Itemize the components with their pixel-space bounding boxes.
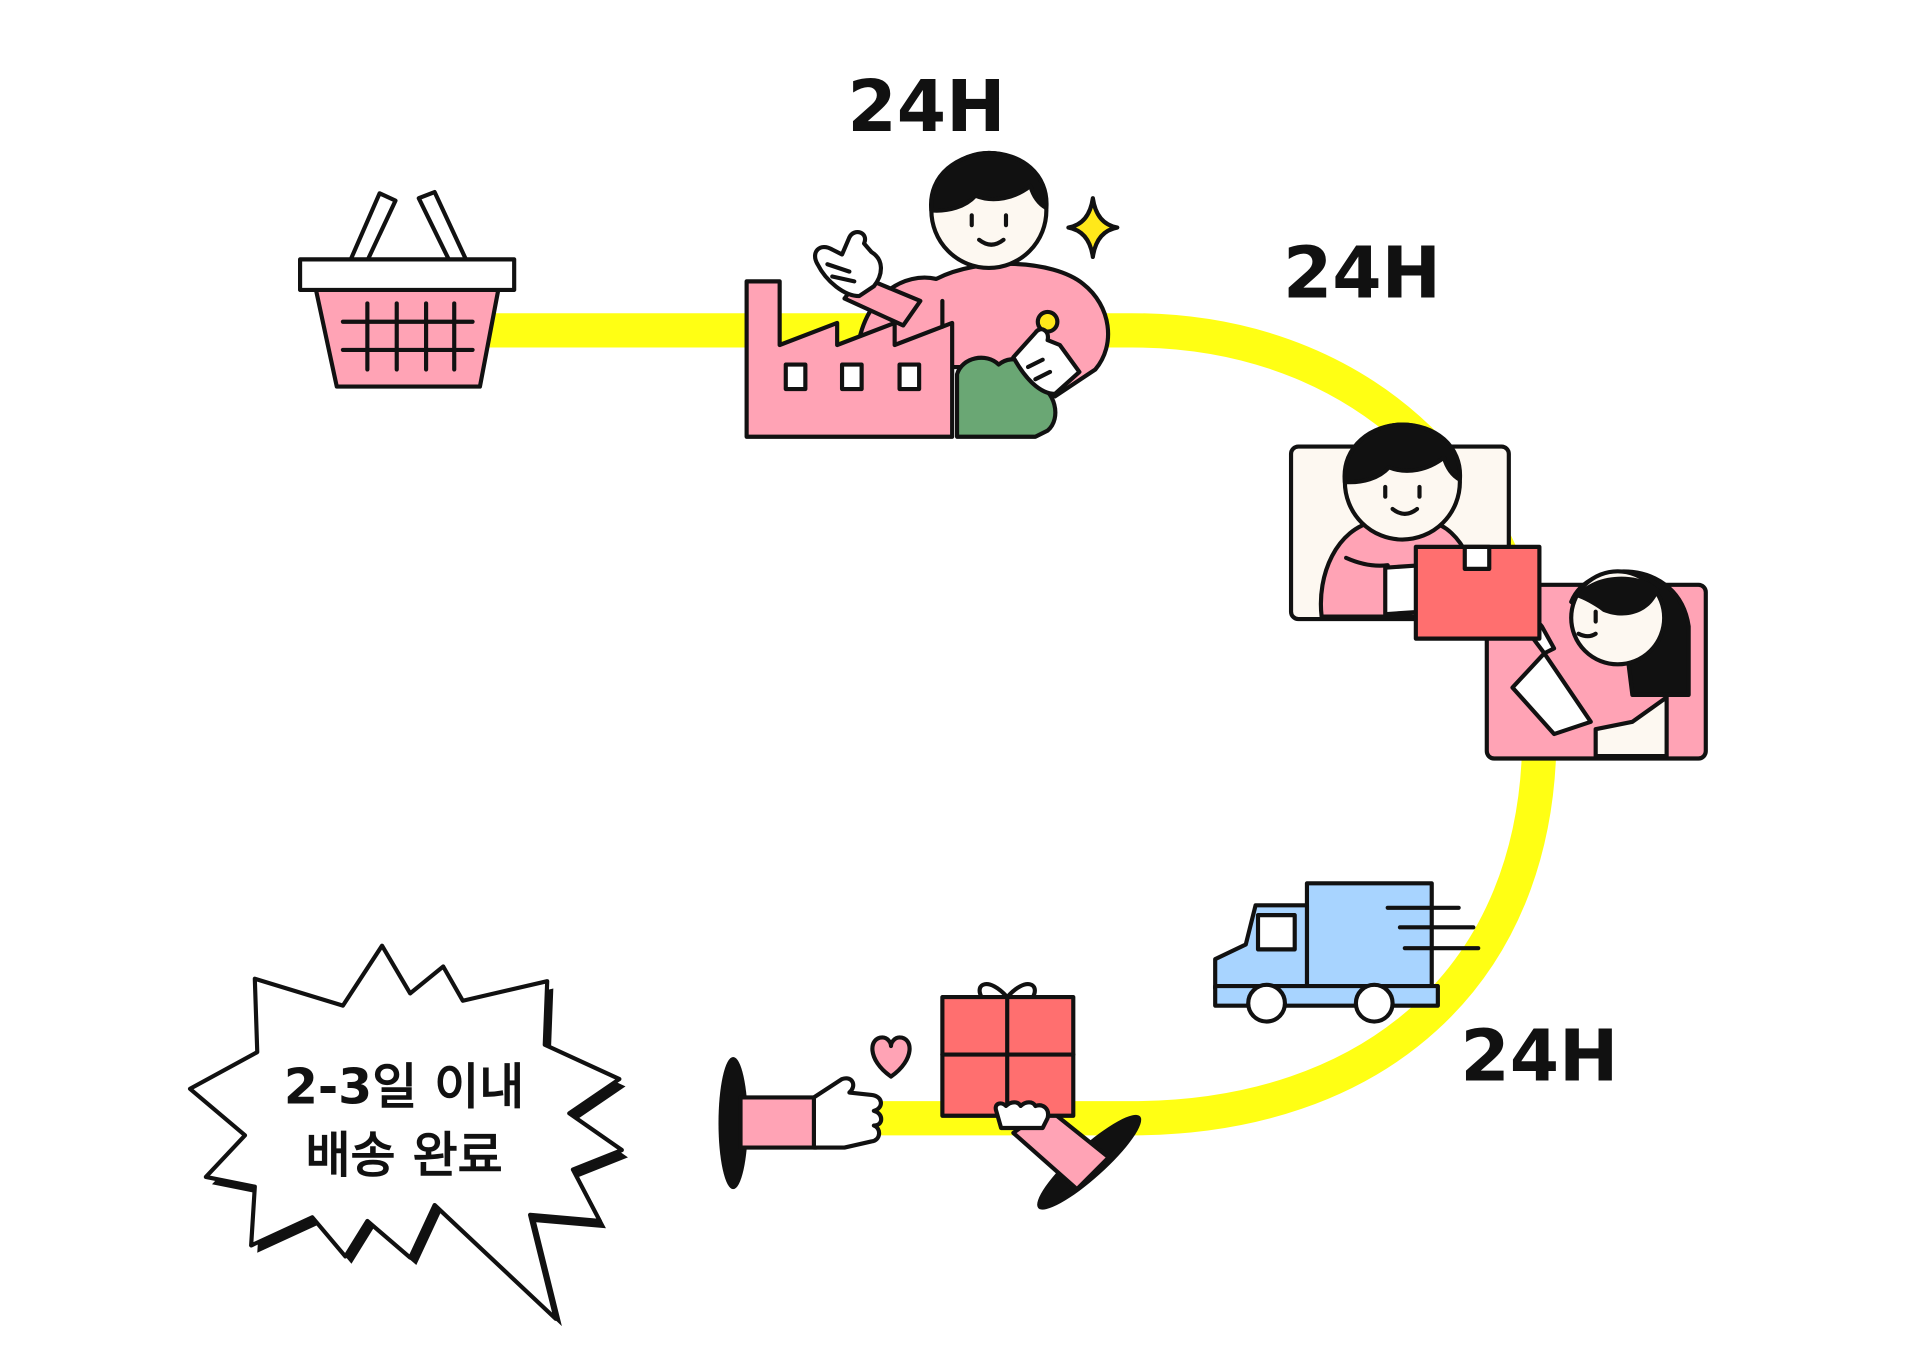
portal-left [718, 1057, 748, 1190]
step3-time-label: 24H [1460, 1014, 1618, 1097]
heart-icon [870, 1035, 912, 1079]
sparkle-icon [1066, 196, 1120, 259]
delivery-truck-icon [1213, 881, 1481, 1024]
callout-line-2: 배송 완료 [306, 1127, 503, 1184]
callout-line-1: 2-3일 이내 [284, 1059, 524, 1116]
step1-time-label: 24H [847, 65, 1005, 148]
starburst-callout: 2-3일 이내 배송 완료 [187, 943, 628, 1327]
package-handoff-icon [1288, 422, 1708, 761]
shopping-basket-icon [298, 189, 517, 389]
step2-time-label: 24H [1283, 231, 1441, 314]
factory-worker-icon [744, 150, 1111, 439]
package-box [1413, 544, 1542, 641]
gift-handoff-icon [718, 982, 1142, 1210]
receiver-window [1484, 569, 1708, 761]
gift-box-icon [940, 982, 1076, 1118]
